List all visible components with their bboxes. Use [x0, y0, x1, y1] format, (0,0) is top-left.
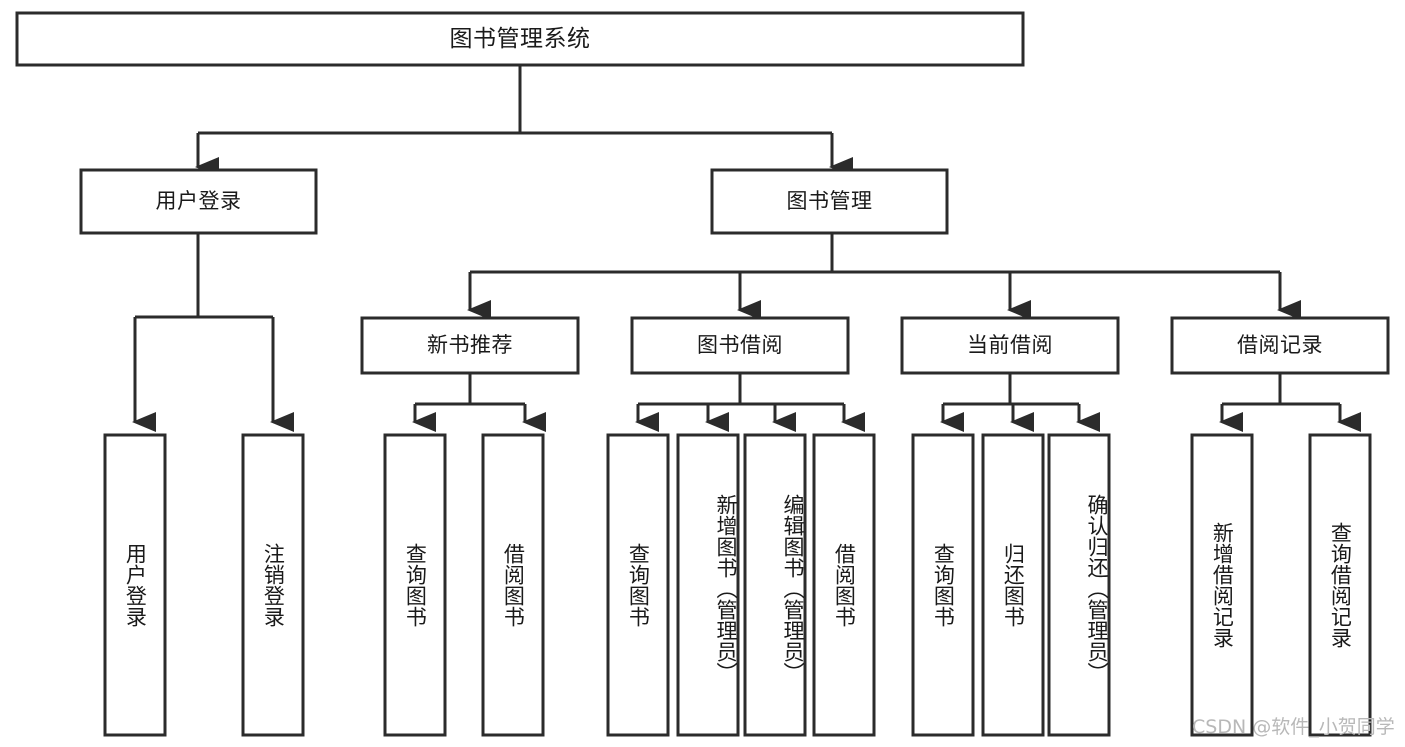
node-current-borrow[interactable]: [900, 316, 1120, 375]
node-leaf-borrow-record-1[interactable]: [1308, 433, 1372, 737]
node-leaf-new-book-0-label: 查询图书: [403, 543, 428, 627]
connector-group-current-borrow: [940, 373, 1100, 432]
connector-group-book-borrow: [635, 373, 865, 432]
node-leaf-book-borrow-3[interactable]: [812, 433, 876, 737]
node-new-book-recommend[interactable]: [360, 316, 580, 375]
node-book-manage[interactable]: [710, 168, 949, 235]
node-leaf-borrow-record-0-label: 新增借阅记录: [1210, 522, 1235, 648]
node-book-borrow[interactable]: [630, 316, 850, 375]
node-book-manage-label: 图书管理: [786, 189, 873, 213]
node-leaf-borrow-record-1-label: 查询借阅记录: [1328, 522, 1353, 648]
node-leaf-current-borrow-0-label: 查询图书: [931, 543, 956, 627]
node-leaf-book-borrow-3-label: 借阅图书: [832, 543, 857, 627]
node-leaf-current-borrow-2-label: 确认归还（管理员）: [1085, 493, 1109, 683]
node-leaf-book-borrow-1[interactable]: [676, 433, 740, 737]
node-root[interactable]: [15, 11, 1025, 67]
node-current-borrow-label: 当前借阅: [967, 333, 1053, 357]
node-leaf-book-borrow-2-label: 编辑图书（管理员）: [781, 493, 805, 683]
node-leaf-user-login-0-label: 用户登录: [123, 543, 148, 627]
node-leaf-new-book-1-label: 借阅图书: [501, 543, 526, 627]
connector-group-root: [195, 65, 853, 177]
node-leaf-book-borrow-0[interactable]: [606, 433, 670, 737]
node-borrow-record[interactable]: [1170, 316, 1390, 375]
watermark-label: CSDN @软件_小贺同学: [1192, 716, 1395, 738]
node-new-book-recommend-label: 新书推荐: [427, 333, 513, 357]
connector-group-borrow-record: [1219, 373, 1361, 432]
connector-group-new-book: [412, 373, 546, 432]
node-leaf-book-borrow-0-label: 查询图书: [626, 543, 651, 627]
connector-group-user-login: [132, 233, 294, 432]
node-leaf-new-book-1[interactable]: [481, 433, 545, 737]
node-leaf-current-borrow-0[interactable]: [911, 433, 975, 737]
node-borrow-record-label: 借阅记录: [1237, 333, 1323, 357]
node-leaf-current-borrow-1[interactable]: [981, 433, 1045, 737]
node-leaf-book-borrow-1-label: 新增图书（管理员）: [714, 493, 738, 683]
node-root-label: 图书管理系统: [449, 25, 591, 52]
node-leaf-current-borrow-1-label: 归还图书: [1001, 543, 1026, 627]
node-leaf-book-borrow-2[interactable]: [743, 433, 807, 737]
node-leaf-current-borrow-2[interactable]: [1047, 433, 1111, 737]
node-leaf-user-login-0[interactable]: [103, 433, 167, 737]
node-book-borrow-label: 图书借阅: [697, 333, 783, 357]
node-user-login[interactable]: [79, 168, 318, 235]
node-leaf-user-login-1-label: 注销登录: [261, 543, 286, 627]
node-leaf-borrow-record-0[interactable]: [1190, 433, 1254, 737]
connector-group-book-manage: [467, 233, 1301, 320]
node-leaf-new-book-0[interactable]: [383, 433, 447, 737]
node-leaf-user-login-1[interactable]: [241, 433, 305, 737]
node-user-login-label: 用户登录: [155, 189, 242, 213]
